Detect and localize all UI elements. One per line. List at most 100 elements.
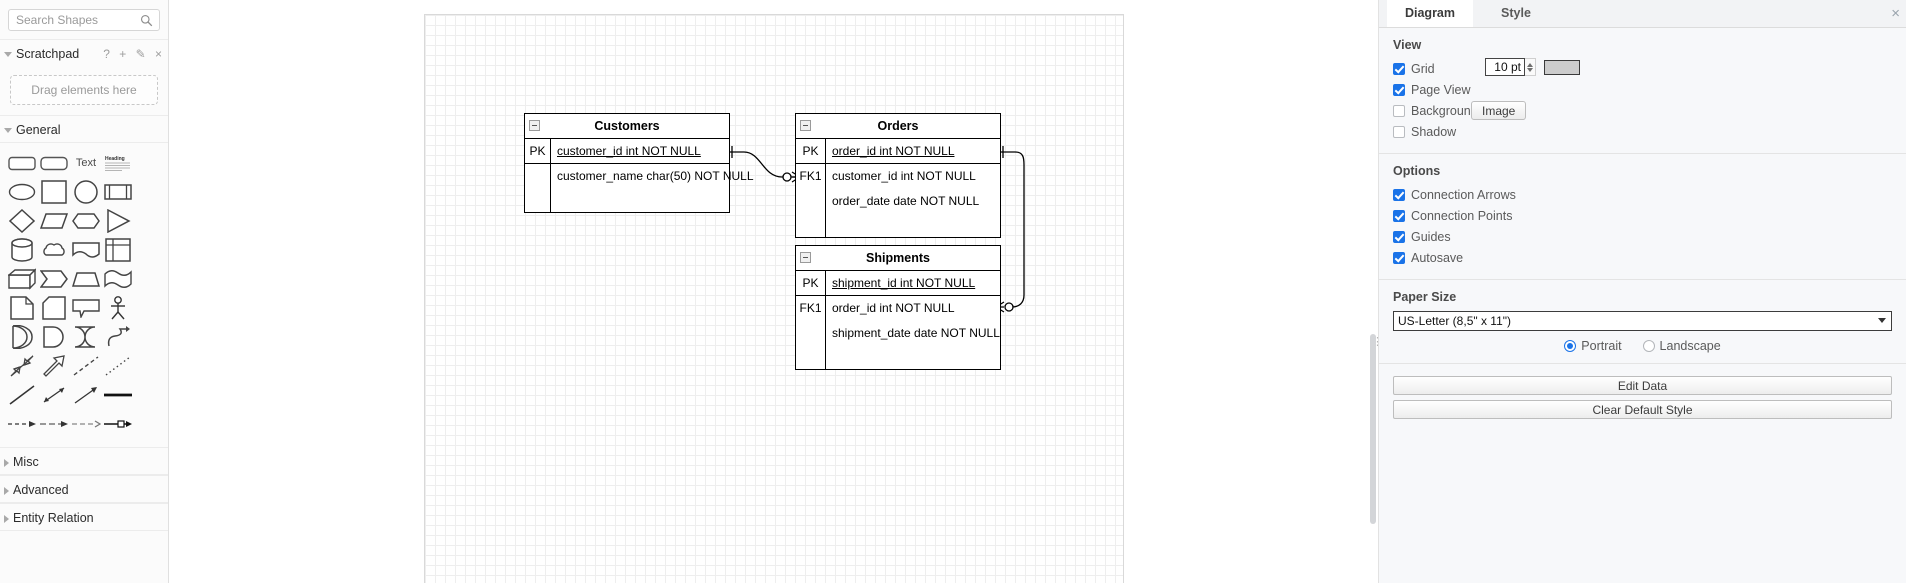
page-view-label: Page View <box>1411 83 1471 97</box>
trapezoid-shape[interactable] <box>70 265 102 293</box>
autosave-checkbox[interactable] <box>1393 252 1405 264</box>
tab-style[interactable]: Style <box>1473 0 1559 27</box>
ellipse-shape[interactable] <box>6 178 38 206</box>
hexagon-shape[interactable] <box>70 207 102 235</box>
note-shape[interactable] <box>6 294 38 322</box>
dashed-arrow2-shape[interactable] <box>38 410 70 438</box>
search-input[interactable] <box>9 10 159 30</box>
er-row-value: customer_id int NOT NULL <box>557 144 701 158</box>
er-row[interactable]: PK customer_id int NOT NULL <box>525 139 729 164</box>
grid-checkbox[interactable] <box>1393 63 1405 75</box>
document-shape[interactable] <box>70 236 102 264</box>
callout-shape[interactable] <box>70 294 102 322</box>
portrait-radio[interactable] <box>1564 340 1577 352</box>
diagram-canvas[interactable]: Customers PK customer_id int NOT NULL cu… <box>169 0 1378 583</box>
rounded-rectangle-shape[interactable] <box>6 149 38 177</box>
double-arrow-line-shape[interactable] <box>38 381 70 409</box>
er-table-title[interactable]: Orders <box>796 114 1000 139</box>
er-row[interactable]: PK shipment_id int NOT NULL <box>796 271 1000 296</box>
actor-shape[interactable] <box>102 294 134 322</box>
edit-data-button[interactable]: Edit Data <box>1393 376 1892 395</box>
er-row[interactable]: customer_name char(50) NOT NULL <box>525 164 754 212</box>
dashed-line-shape[interactable] <box>70 352 102 380</box>
grid-color-swatch[interactable] <box>1544 59 1580 75</box>
grid-size-stepper[interactable] <box>1525 58 1536 76</box>
curved-arrow-shape[interactable] <box>102 323 134 351</box>
search-box[interactable] <box>8 9 160 31</box>
er-row[interactable]: FK1 customer_id int NOT NULL order_date … <box>796 164 1000 237</box>
diamond-shape[interactable] <box>6 207 38 235</box>
parallelogram-shape[interactable] <box>38 207 70 235</box>
internal-storage-shape[interactable] <box>102 236 134 264</box>
triangle-shape[interactable] <box>102 207 134 235</box>
grid-label: Grid <box>1411 62 1435 76</box>
er-row-key: PK <box>525 139 551 163</box>
sidebar-section-scratchpad[interactable]: Scratchpad ? + ✎ × <box>0 39 168 67</box>
box-arrow-shape[interactable] <box>102 410 134 438</box>
cloud-shape[interactable] <box>38 236 70 264</box>
guides-checkbox[interactable] <box>1393 231 1405 243</box>
sidebar-section-entity-relation[interactable]: Entity Relation <box>0 503 168 531</box>
connection-points-checkbox[interactable] <box>1393 210 1405 222</box>
sidebar-section-general[interactable]: General <box>0 115 168 143</box>
er-row-value: customer_id int NOT NULL <box>832 169 976 183</box>
collapse-icon[interactable] <box>800 120 811 131</box>
paper-size-select[interactable]: US-Letter (8,5" x 11") <box>1393 311 1892 331</box>
heading-text-shape[interactable]: Heading <box>102 149 134 177</box>
or-shape[interactable] <box>6 323 38 351</box>
autosave-row: Autosave <box>1393 248 1892 269</box>
line-shape[interactable] <box>6 381 38 409</box>
cube-shape[interactable] <box>6 265 38 293</box>
single-arrow-line-shape[interactable] <box>70 381 102 409</box>
dotted-line-shape[interactable] <box>102 352 134 380</box>
view-section-title: View <box>1393 38 1422 52</box>
er-table-customers[interactable]: Customers PK customer_id int NOT NULL cu… <box>524 113 754 213</box>
search-icon[interactable] <box>140 14 153 27</box>
square-shape[interactable] <box>38 178 70 206</box>
arrow-shape[interactable] <box>38 352 70 380</box>
options-section-title: Options <box>1393 164 1441 178</box>
er-row[interactable]: PK order_id int NOT NULL <box>796 139 1000 164</box>
cylinder-shape[interactable] <box>6 236 38 264</box>
scratchpad-dropzone[interactable]: Drag elements here <box>10 75 158 105</box>
close-icon[interactable]: × <box>154 47 162 61</box>
er-table-shipments[interactable]: Shipments PK shipment_id int NOT NULL FK… <box>795 245 1001 370</box>
er-row[interactable]: FK1 order_id int NOT NULL shipment_date … <box>796 296 1000 369</box>
background-image-button[interactable]: Image <box>1471 101 1527 120</box>
page-view-checkbox[interactable] <box>1393 84 1405 96</box>
bidirectional-arrow-shape[interactable] <box>6 352 38 380</box>
landscape-radio[interactable] <box>1642 340 1655 352</box>
delay-shape[interactable] <box>38 323 70 351</box>
process-shape[interactable] <box>102 178 134 206</box>
thick-line-shape[interactable] <box>102 381 134 409</box>
text-shape[interactable]: Text <box>70 149 102 177</box>
plus-icon[interactable]: + <box>119 47 127 61</box>
sidebar-section-misc[interactable]: Misc <box>0 447 168 475</box>
close-panel-icon[interactable]: × <box>1891 5 1900 22</box>
background-label: Background <box>1411 104 1478 118</box>
collapse-icon[interactable] <box>800 252 811 263</box>
dashed-arrow-shape[interactable] <box>6 410 38 438</box>
er-table-title[interactable]: Shipments <box>796 246 1000 271</box>
shadow-checkbox[interactable] <box>1393 126 1405 138</box>
sidebar-section-advanced[interactable]: Advanced <box>0 475 168 503</box>
grid-size-input[interactable]: 10 pt <box>1485 58 1525 76</box>
edit-pencil-icon[interactable]: ✎ <box>135 47 146 61</box>
tab-diagram[interactable]: Diagram <box>1387 0 1473 27</box>
collapse-icon[interactable] <box>529 120 540 131</box>
tape-shape[interactable] <box>102 265 134 293</box>
er-table-orders[interactable]: Orders PK order_id int NOT NULL FK1 cust… <box>795 113 1001 238</box>
er-table-title[interactable]: Customers <box>525 114 729 139</box>
rounded-rectangle-shape[interactable] <box>38 149 70 177</box>
circle-shape[interactable] <box>70 178 102 206</box>
background-checkbox[interactable] <box>1393 105 1405 117</box>
step-shape[interactable] <box>38 265 70 293</box>
card-shape[interactable] <box>38 294 70 322</box>
clear-default-style-button[interactable]: Clear Default Style <box>1393 400 1892 419</box>
guides-row: Guides <box>1393 227 1892 248</box>
connection-arrows-checkbox[interactable] <box>1393 189 1405 201</box>
dashed-open-arrow-shape[interactable] <box>70 410 102 438</box>
panel-scrollbar[interactable] <box>1370 334 1376 524</box>
help-icon[interactable]: ? <box>103 47 110 61</box>
data-storage-shape[interactable] <box>70 323 102 351</box>
